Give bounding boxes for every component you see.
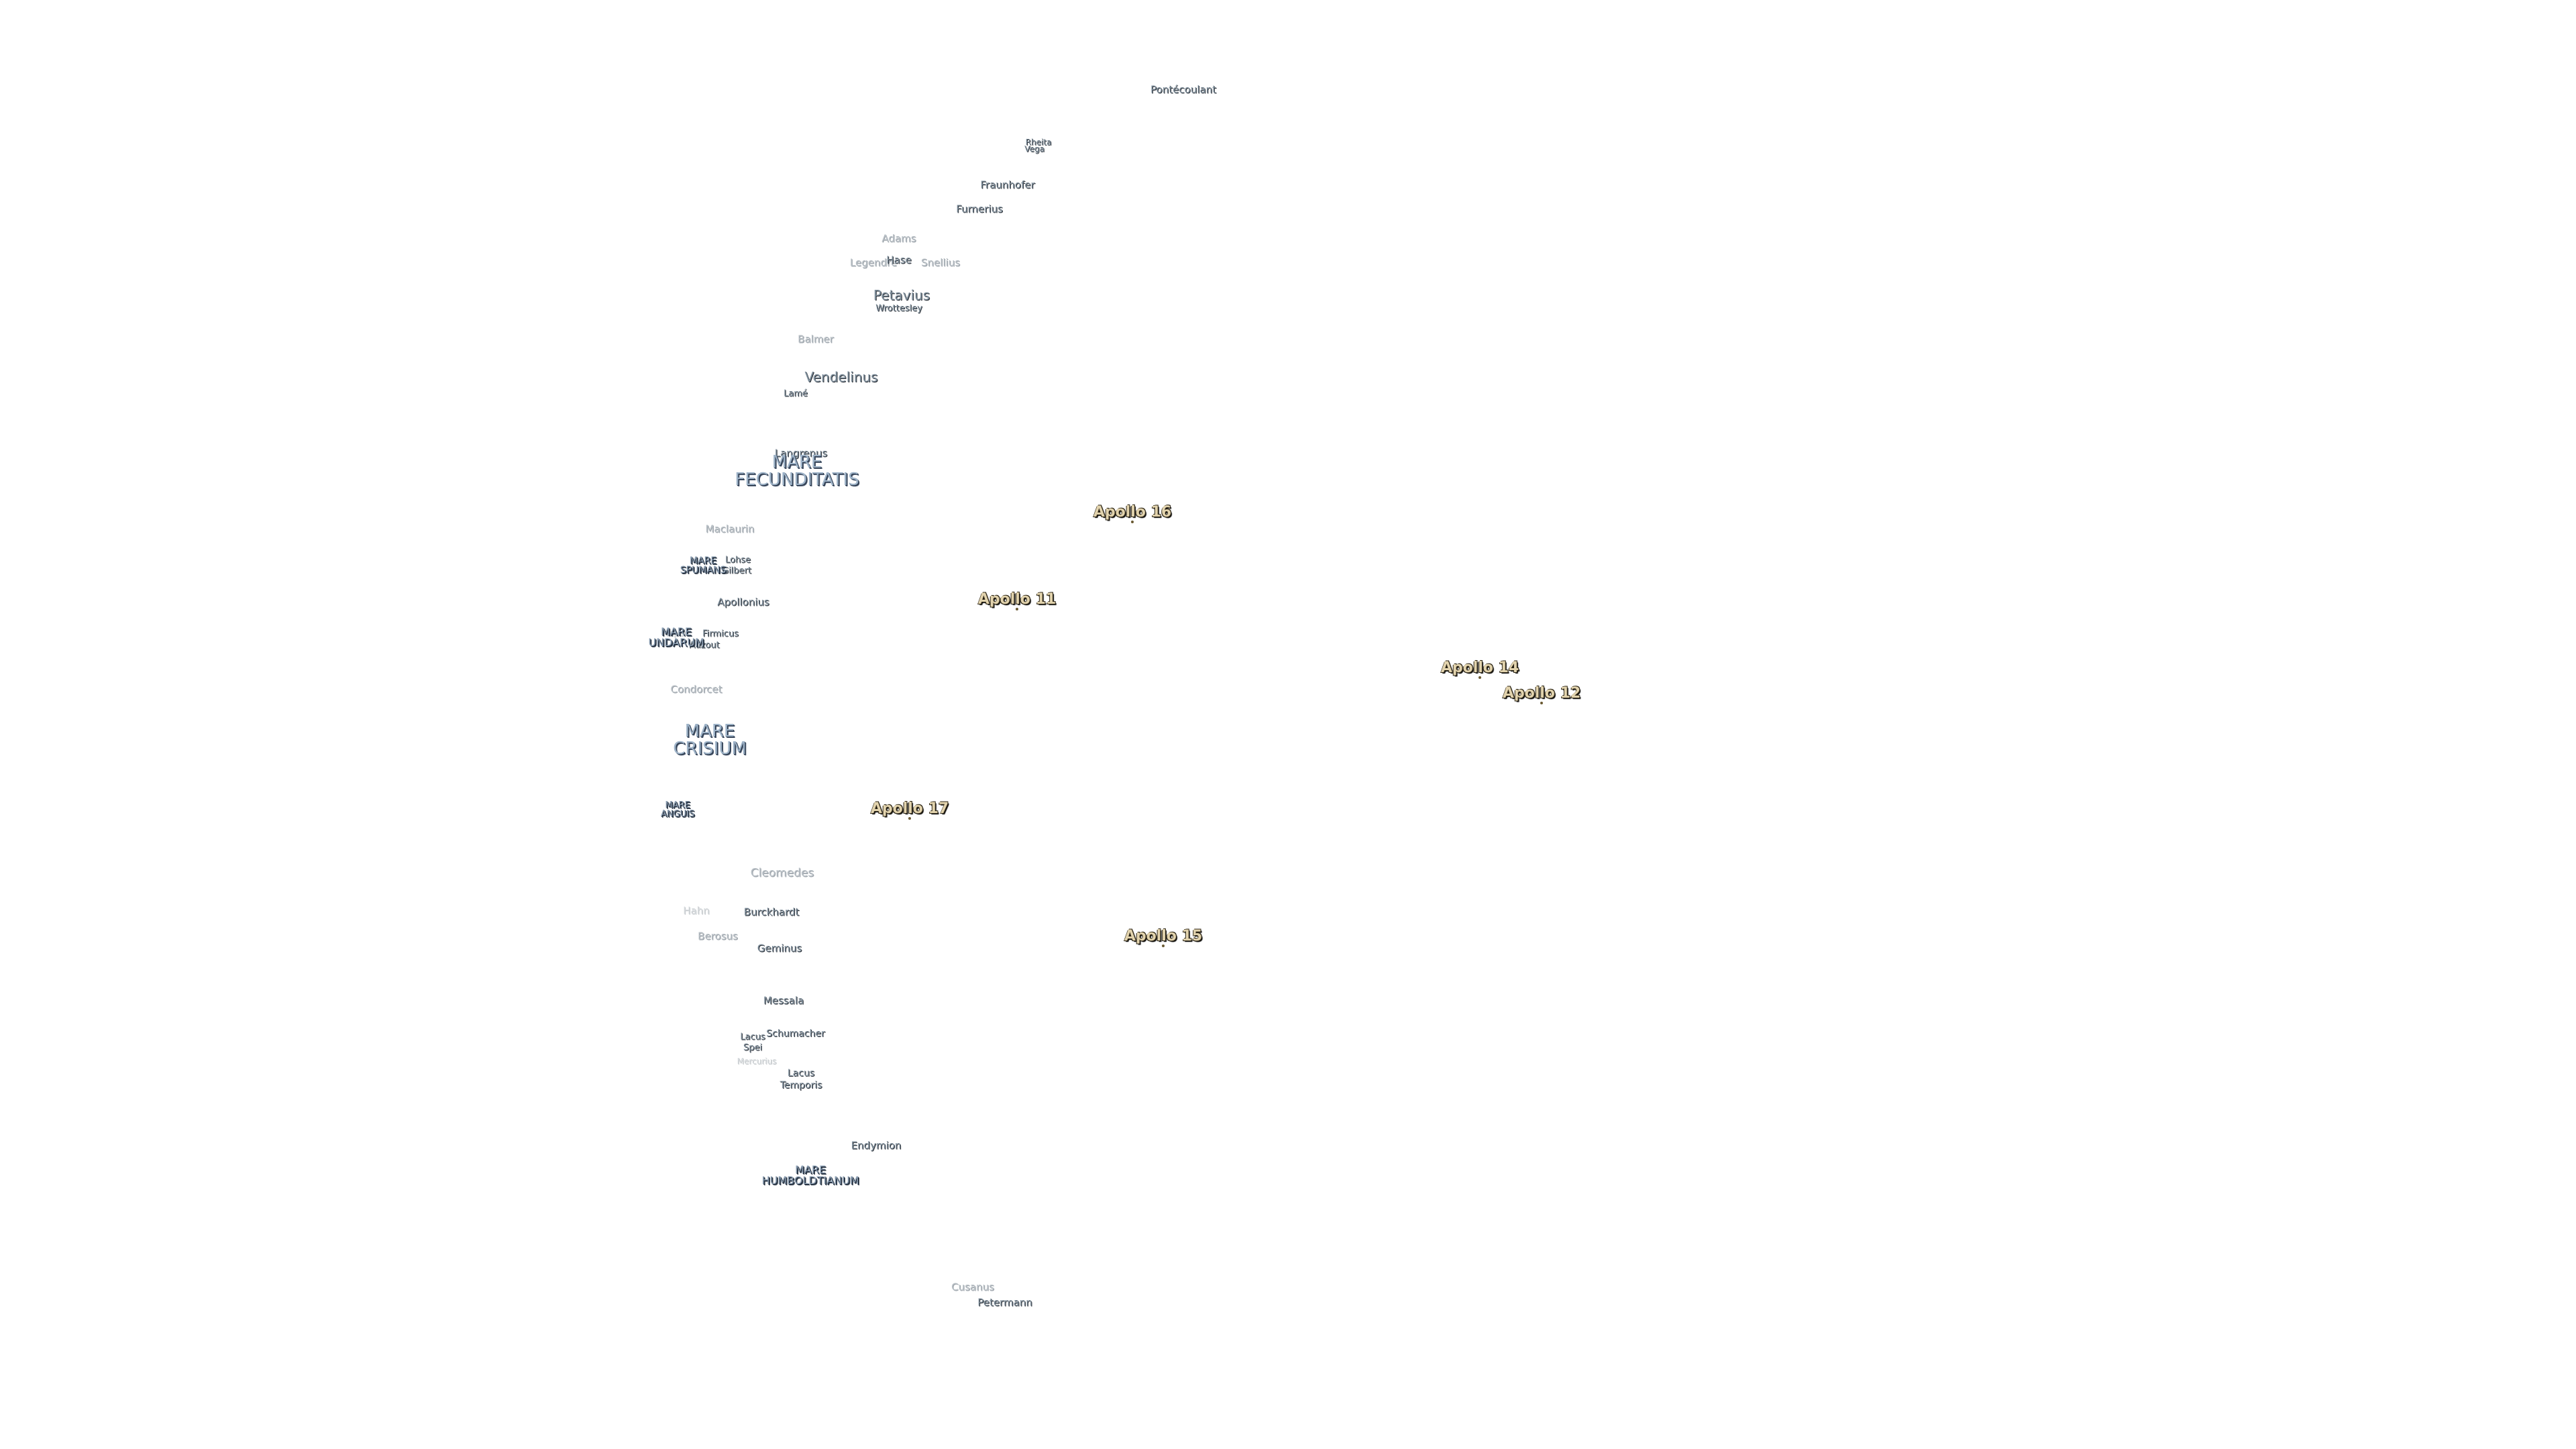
crater-label-petavius: Petavius (873, 287, 930, 303)
crater-label-fraunhofer: Fraunhofer (980, 178, 1035, 191)
mare-label-undarum-line1: MARE (661, 625, 692, 638)
apollo-12-label[interactable]: Apollo 12 (1502, 685, 1581, 702)
crater-label-pontecoulant: Pontécoulant (1150, 83, 1216, 96)
crater-label-hahn: Hahn (683, 904, 710, 917)
mare-label-undarum: MARE UNDARUM (648, 627, 704, 648)
apollo-16-marker[interactable] (1131, 521, 1134, 523)
crater-label-auzout: Auzout (689, 640, 720, 651)
apollo-14-label[interactable]: Apollo 14 (1440, 659, 1519, 676)
crater-label-hase: Hase (886, 254, 912, 266)
crater-label-lame: Lamé (784, 388, 808, 399)
lake-label-lacus-spei-line2: Spei (743, 1042, 763, 1053)
apollo-11-label[interactable]: Apollo 11 (977, 591, 1057, 608)
crater-label-condorcet: Condorcet (670, 683, 722, 696)
crater-label-berosus: Berosus (698, 930, 738, 943)
apollo-12-marker[interactable] (1540, 702, 1543, 704)
apollo-15-label[interactable]: Apollo 15 (1124, 928, 1203, 945)
crater-label-maclaurin: Maclaurin (705, 523, 755, 535)
mare-label-fecunditatis-line2: FECUNDITATIS (735, 470, 859, 490)
mare-label-undarum-line2: UNDARUM (648, 636, 704, 649)
apollo-11-marker[interactable] (1016, 608, 1018, 610)
mare-label-crisium: MARE CRISIUM (673, 722, 747, 757)
mare-label-anguis-line1: MARE (665, 800, 690, 810)
crater-label-apollonius: Apollonius (717, 596, 769, 608)
apollo-17-label[interactable]: Apollo 17 (870, 800, 949, 817)
lake-label-lacus-spei-line1: Lacus (740, 1032, 765, 1042)
mare-label-anguis-line2: ANGUIS (660, 809, 695, 819)
mare-label-spumans-line2: SPUMANS (680, 565, 727, 576)
mare-label-humboldtianum-line2: HUMBOLDTIANUM (761, 1174, 859, 1187)
crater-label-legendre: Legendre (849, 256, 898, 269)
crater-label-endymion: Endymion (851, 1139, 902, 1152)
crater-label-balmer: Balmer (798, 333, 834, 345)
apollo-14-marker[interactable] (1479, 676, 1481, 679)
crater-label-langrenus: Langrenus (774, 447, 828, 460)
mare-label-fecunditatis-line1: MARE (771, 452, 822, 472)
mare-label-crisium-line2: CRISIUM (673, 739, 747, 759)
crater-label-petermann: Petermann (977, 1296, 1032, 1309)
mare-label-fecunditatis: MARE FECUNDITATIS (735, 453, 859, 488)
apollo-17-marker[interactable] (908, 817, 911, 820)
crater-label-vendelinus: Vendelinus (804, 369, 878, 385)
crater-label-cleomedes: Cleomedes (750, 866, 814, 880)
apollo-15-marker[interactable] (1162, 945, 1165, 947)
crater-label-neper: Neper (662, 629, 688, 638)
crater-label-messala: Messala (763, 994, 804, 1007)
crater-label-furnerius: Furnerius (956, 203, 1003, 215)
crater-label-vega: Vega (1024, 144, 1044, 154)
crater-label-mercurius: Mercurius (737, 1057, 777, 1066)
mare-label-spumans-line1: MARE (689, 555, 717, 566)
mare-label-anguis: MARE ANGUIS (661, 801, 694, 818)
crater-label-cusanus: Cusanus (951, 1281, 994, 1293)
crater-label-firmicus: Firmicus (702, 629, 739, 639)
apollo-16-label[interactable]: Apollo 16 (1093, 504, 1172, 521)
crater-label-schumacher: Schumacher (766, 1028, 825, 1039)
crater-label-gilbert: Gilbert (722, 566, 751, 576)
crater-label-geminus: Geminus (757, 942, 802, 955)
mare-label-humboldtianum: MARE HUMBOLDTIANUM (762, 1165, 859, 1186)
mare-label-humboldtianum-line1: MARE (795, 1163, 826, 1176)
mare-label-crisium-line1: MARE (684, 721, 735, 741)
crater-label-snellius: Snellius (920, 256, 961, 269)
crater-label-adams: Adams (881, 232, 916, 245)
crater-label-burckhardt: Burckhardt (743, 906, 800, 918)
mare-label-spumans: MARE SPUMANS (680, 556, 727, 575)
crater-label-wrottesley: Wrottesley (875, 303, 922, 314)
crater-label-lohse: Lohse (725, 555, 751, 566)
lake-label-lacus-temporis-line2: Temporis (780, 1080, 822, 1091)
crater-label-rheita: Rheita (1025, 138, 1052, 147)
lake-label-lacus-temporis-line1: Lacus (787, 1068, 815, 1079)
